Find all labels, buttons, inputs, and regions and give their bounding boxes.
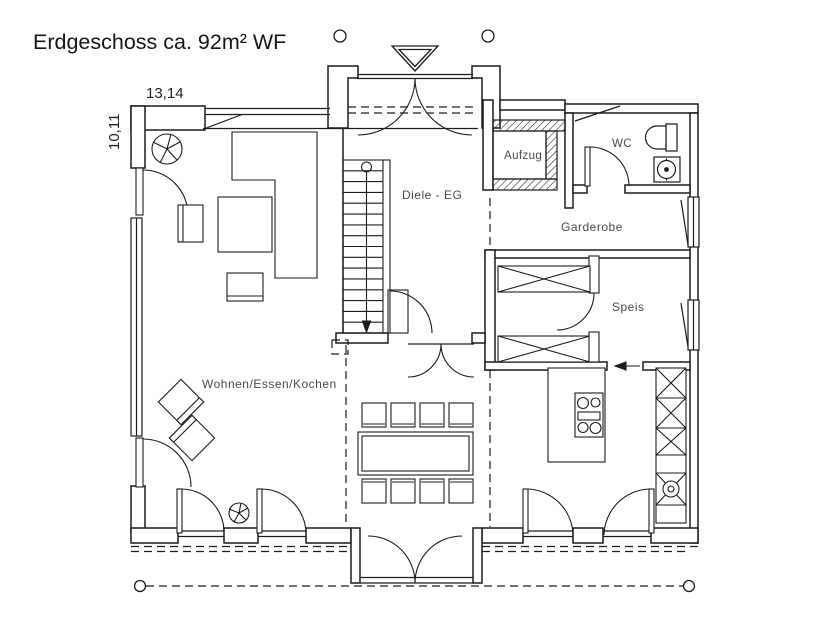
stove-fan-icon-small xyxy=(228,502,250,524)
stair-walk-line xyxy=(360,161,373,334)
labels: Erdgeschoss ca. 92m² WF 13,14 10,11 Diel… xyxy=(33,30,645,391)
living-door-lower xyxy=(135,437,192,488)
windows xyxy=(130,73,700,584)
dimension-width: 13,14 xyxy=(146,85,184,102)
entrance-markers xyxy=(333,29,495,72)
terrace-posts xyxy=(133,579,696,593)
closet-x-box-top xyxy=(497,265,591,293)
entry-arrow-icon xyxy=(613,361,640,371)
terrace-bay-double-door xyxy=(367,535,463,584)
dining-chairs-bottom xyxy=(361,478,474,504)
entrance-double-door xyxy=(357,78,473,136)
appliance-x-circle-icon xyxy=(655,472,687,506)
stove-fan-icon-large xyxy=(151,133,183,165)
room-label-living: Wohnen/Essen/Kochen xyxy=(202,377,337,391)
side-table xyxy=(226,272,264,302)
kitchen xyxy=(547,361,687,524)
door-sills xyxy=(178,73,651,584)
terrace-door-2 xyxy=(256,488,307,535)
elevator-shaft xyxy=(492,119,566,191)
stove-icon xyxy=(574,392,604,438)
closet-x-box-bottom xyxy=(497,331,600,363)
canopy-post-left xyxy=(333,29,347,43)
room-label-pantry: Speis xyxy=(612,300,645,314)
sink-icon xyxy=(653,156,681,183)
wc-door xyxy=(584,146,630,187)
staircase xyxy=(342,159,391,334)
terrace-door-3 xyxy=(522,488,574,537)
terrace-door-1 xyxy=(176,488,225,534)
terrace-door-4 xyxy=(603,488,655,536)
room-label-wc: WC xyxy=(612,138,632,150)
living-furniture xyxy=(151,131,318,524)
room-label-wardrobe: Garderobe xyxy=(561,220,623,234)
armchair-left xyxy=(177,204,204,243)
dining-chairs-top xyxy=(361,402,474,428)
canopy-post-right xyxy=(481,29,495,43)
terrace-post-right xyxy=(682,579,696,593)
wc-fixtures xyxy=(644,123,681,183)
l-sofa xyxy=(231,131,318,279)
dimension-height: 10,11 xyxy=(106,114,123,150)
room-label-hall: Diele - EG xyxy=(402,188,462,202)
tall-cabinet-column xyxy=(655,367,687,524)
dashed-lines xyxy=(131,106,698,587)
understair-door xyxy=(387,289,433,334)
hall-double-door xyxy=(407,343,475,378)
armchair-diagonal-2 xyxy=(168,414,216,462)
dining-furniture xyxy=(357,402,474,504)
terrace-post-left xyxy=(133,579,147,593)
page-title: Erdgeschoss ca. 92m² WF xyxy=(33,30,286,54)
armchair-diagonal-1 xyxy=(157,378,205,426)
doors xyxy=(135,78,655,584)
dining-table xyxy=(357,431,474,476)
coffee-table xyxy=(217,196,273,253)
toilet-icon xyxy=(644,123,678,152)
room-label-elevator: Aufzug xyxy=(504,150,542,162)
wardrobe-cabinets xyxy=(497,265,600,363)
entrance-arrow-icon xyxy=(390,45,440,72)
